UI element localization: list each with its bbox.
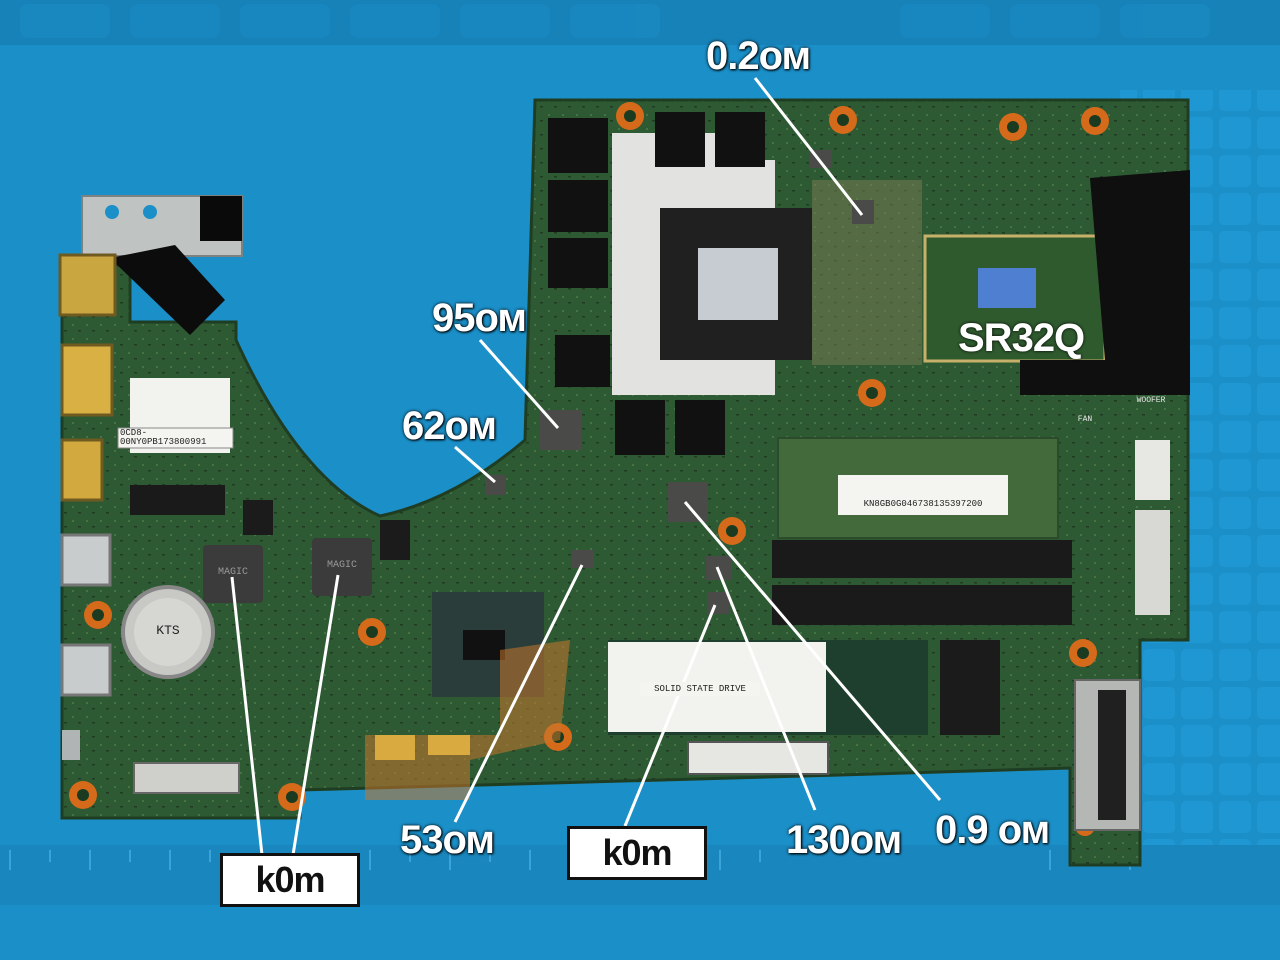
hdmi-port: [60, 343, 114, 417]
label-0-9-ohm: 0.9 ом: [935, 808, 1050, 852]
label-130-ohm: 130ом: [786, 818, 902, 862]
coil-left-marking: MAGIC: [217, 567, 248, 578]
mdp-port: [60, 438, 104, 502]
usb-port-1: [60, 533, 112, 587]
black-tape: [1020, 170, 1190, 395]
wlan-sticker-text: 0CD8-00NY0PB173800991: [120, 429, 231, 447]
coil-magic-right: [312, 538, 372, 596]
label-53-ohm: 53ом: [400, 818, 495, 862]
wlan-connector: [130, 485, 225, 515]
ssd-marking: SOLID STATE DRIVE: [640, 682, 760, 696]
cpu-marking: SR32Q: [958, 316, 1085, 360]
label-box-k0m-left: k0m: [220, 853, 360, 907]
usb-port-2: [60, 643, 112, 697]
label-box-k0m-middle: k0m: [567, 826, 707, 880]
pointer-lines: [230, 77, 942, 856]
battery-marking: KTS: [156, 622, 180, 638]
ram-sticker-text: KN8GB0G046738135397200: [840, 496, 1006, 512]
label-62-ohm: 62ом: [402, 404, 497, 448]
gpu-die: [698, 248, 778, 320]
label-0-2-ohm: 0.2ом: [706, 34, 811, 78]
label-95-ohm: 95ом: [432, 296, 527, 340]
coil-magic-left: [203, 545, 263, 603]
coil-right-marking: MAGIC: [326, 560, 357, 571]
fan-marking: FAN: [1077, 415, 1093, 424]
cpu-die: [978, 268, 1036, 308]
usb-c-port: [58, 253, 117, 317]
kapton-tape: [365, 640, 570, 800]
woofer-marking: WOOFER: [1136, 396, 1166, 405]
